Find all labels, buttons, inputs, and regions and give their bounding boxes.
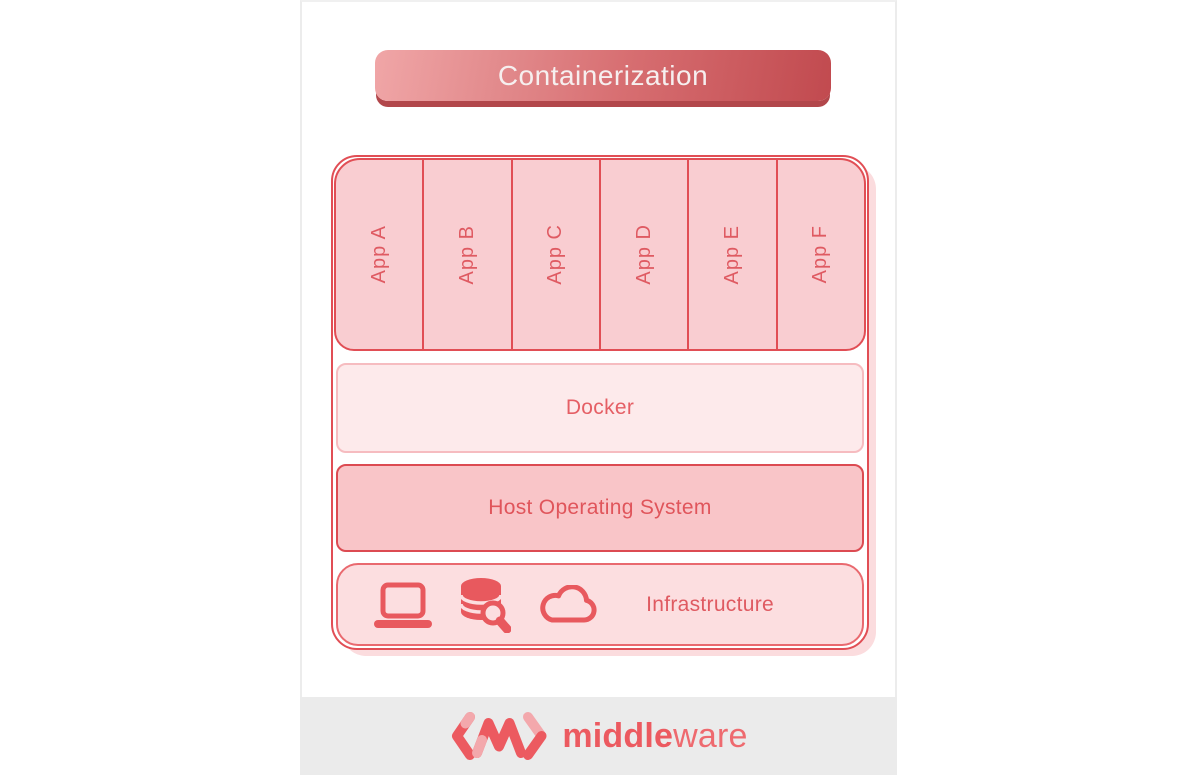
app-label: App C: [544, 224, 567, 285]
app-label: App B: [455, 224, 478, 285]
badge-title: Containerization: [497, 59, 709, 91]
stack-container: App A App B App C App D App E App F Dock…: [331, 155, 869, 650]
docker-layer: Docker: [336, 363, 864, 453]
host-os-label: Host Operating System: [488, 496, 712, 519]
app-label: App A: [367, 225, 390, 284]
app-cell: App E: [689, 160, 778, 349]
cloud-icon: [536, 584, 600, 625]
host-os-layer: Host Operating System: [336, 464, 864, 552]
middleware-logo-icon: [449, 708, 549, 764]
brand-light: ware: [673, 716, 748, 755]
infrastructure-label: Infrastructure: [646, 592, 774, 616]
infrastructure-layer: Infrastructure: [336, 563, 864, 646]
laptop-icon: [374, 582, 432, 628]
database-search-icon: [457, 577, 511, 633]
docker-label: Docker: [565, 396, 635, 419]
containerization-badge: Containerization: [375, 50, 831, 101]
app-cell: App C: [513, 160, 601, 349]
app-cell: App D: [601, 160, 690, 349]
app-label: App F: [809, 225, 832, 284]
apps-row: App A App B App C App D App E App F: [334, 158, 866, 351]
app-cell: App F: [778, 160, 864, 349]
app-label: App D: [632, 224, 655, 285]
brand-bold: middle: [562, 716, 674, 755]
app-cell: App A: [336, 160, 425, 349]
app-label: App E: [720, 224, 743, 285]
infrastructure-icons: [374, 577, 600, 633]
app-cell: App B: [424, 160, 513, 349]
